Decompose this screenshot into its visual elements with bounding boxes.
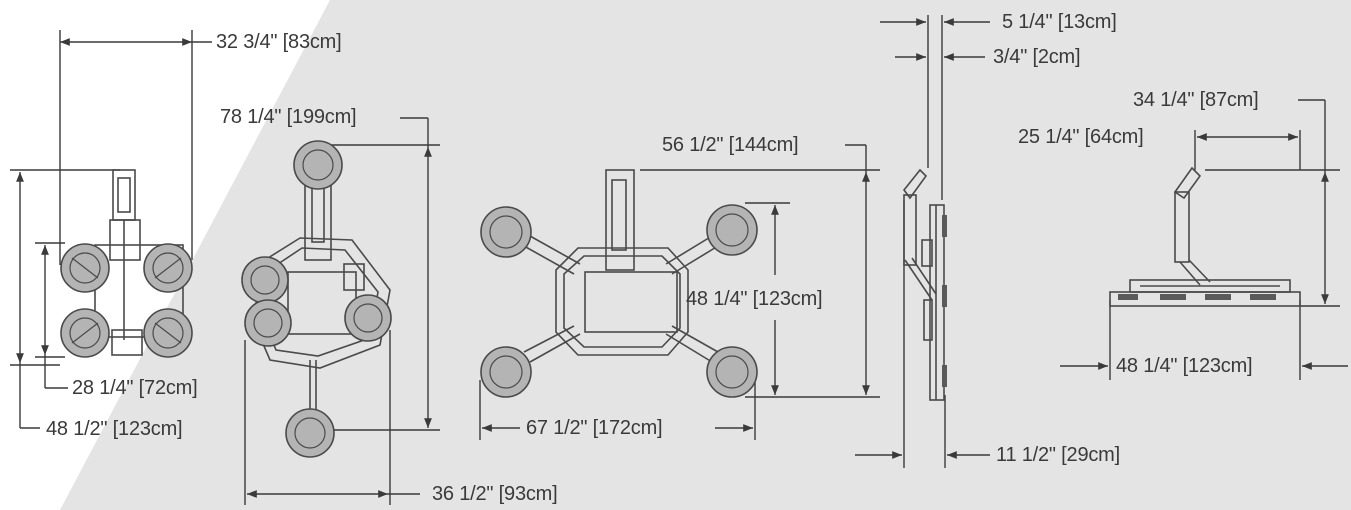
dim-label-width-x-arm: 67 1/2" [172cm] [526, 417, 663, 439]
view-rotated-frame [241, 117, 440, 505]
dim-label-height-x-arm: 56 1/2" [144cm] [662, 134, 799, 156]
dim-label-depth-top: 5 1/4" [13cm] [1002, 11, 1117, 33]
view-front-profile [1060, 99, 1348, 380]
dim-label-pad-thickness: 3/4" [2cm] [993, 46, 1081, 68]
view-x-arm [479, 144, 880, 440]
dim-label-reach-front: 25 1/4" [64cm] [1018, 126, 1144, 148]
view-compact-four-pad [10, 30, 212, 429]
dim-label-height-front: 34 1/4" [87cm] [1133, 89, 1259, 111]
dim-label-width-rotated: 36 1/2" [93cm] [432, 483, 558, 505]
dim-label-width-front: 48 1/4" [123cm] [1116, 355, 1253, 377]
dim-label-width-compact: 32 3/4" [83cm] [216, 31, 342, 53]
dim-label-length-rotated: 78 1/4" [199cm] [220, 106, 357, 128]
dim-label-depth-bottom: 11 1/2" [29cm] [996, 444, 1120, 466]
dim-label-pad-spacing-compact: 28 1/4" [72cm] [72, 377, 198, 399]
view-side-profile [855, 15, 990, 468]
dim-label-pad-height-x-arm: 48 1/4" [123cm] [686, 288, 823, 310]
dim-label-height-compact: 48 1/2" [123cm] [46, 418, 183, 440]
